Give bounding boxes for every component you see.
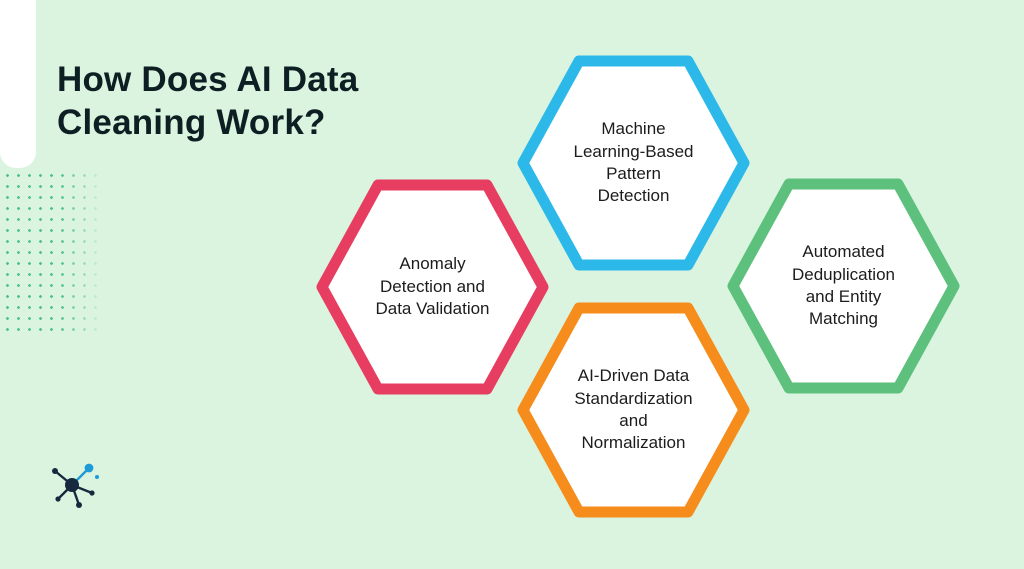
hexagon-outline-green xyxy=(727,178,960,394)
page-title: How Does AI Data Cleaning Work? xyxy=(57,60,359,143)
dot-pattern-decoration xyxy=(2,170,104,332)
network-logo-icon xyxy=(52,463,99,508)
hexagon-anomaly-detection: Anomaly Detection and Data Validation xyxy=(315,177,550,397)
hexagon-label-anomaly-detection: Anomaly Detection and Data Validation xyxy=(375,254,490,319)
hexagon-standardization-normalization: AI-Driven Data Standardization and Norma… xyxy=(516,300,751,520)
hexagon-outline-orange xyxy=(517,302,750,518)
hexagon-outline-blue xyxy=(517,55,750,271)
hexagon-outline-pink xyxy=(316,179,549,395)
hexagon-label-ml-pattern-detection: Machine Learning-Based Pattern Detection xyxy=(573,119,694,206)
corner-decoration xyxy=(0,0,36,168)
hexagon-label-deduplication-entity-matching: Automated Deduplication and Entity Match… xyxy=(791,242,895,329)
hexagon-deduplication-entity-matching: Automated Deduplication and Entity Match… xyxy=(726,176,961,396)
brand-logo xyxy=(44,454,104,514)
hexagon-label-standardization-normalization: AI-Driven Data Standardization and Norma… xyxy=(574,366,693,453)
hexagon-ml-pattern-detection: Machine Learning-Based Pattern Detection xyxy=(516,53,751,273)
